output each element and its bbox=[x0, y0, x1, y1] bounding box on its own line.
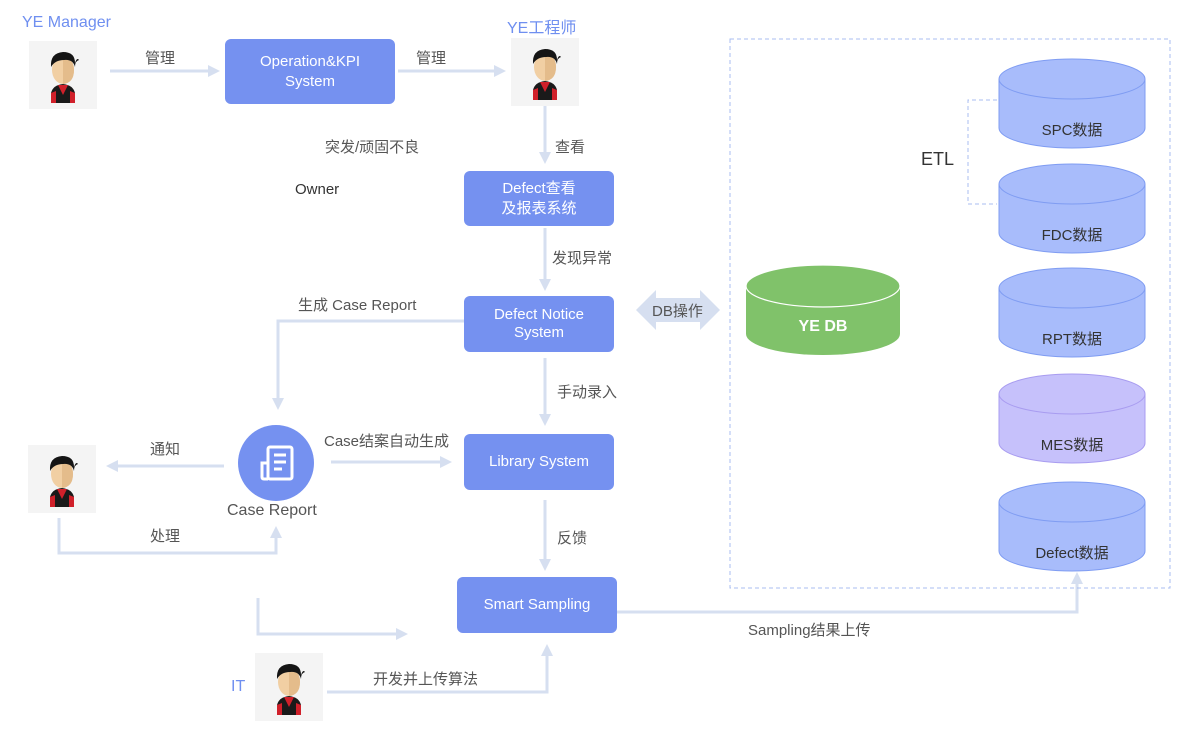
database-icon bbox=[998, 163, 1146, 254]
db-operation-double-arrow bbox=[636, 290, 720, 330]
database-icon bbox=[998, 481, 1146, 572]
db-cylinder[interactable]: RPT数据 bbox=[998, 267, 1146, 359]
edge-label-handle: 处理 bbox=[150, 528, 181, 545]
ye-db-cylinder[interactable]: YE DB bbox=[745, 264, 901, 356]
system-smart-sampling[interactable]: Smart Sampling bbox=[457, 577, 617, 633]
person-icon bbox=[49, 456, 78, 507]
data-zone-border bbox=[729, 38, 1171, 589]
case-report-node[interactable] bbox=[238, 425, 314, 501]
arrow-notice-to-case-report bbox=[272, 319, 464, 410]
db-cylinder-label: SPC数据 bbox=[1041, 122, 1103, 139]
db-cylinder[interactable]: MES数据 bbox=[998, 373, 1146, 465]
arrow-it-to-sampling bbox=[327, 644, 553, 694]
system-defect-view-report[interactable]: Defect查看 及报表系统 bbox=[464, 171, 614, 226]
database-icon bbox=[998, 58, 1146, 149]
edge-label-view: 查看 bbox=[555, 139, 586, 156]
edge-label-generate-case-report: 生成 Case Report bbox=[298, 297, 417, 314]
edge-label-sudden-defect: 突发/顽固不良 bbox=[325, 139, 420, 156]
document-icon bbox=[260, 445, 294, 481]
role-ye-engineer: YE工程师 bbox=[507, 20, 577, 37]
avatar-ye-engineer bbox=[511, 38, 579, 106]
person-icon bbox=[532, 49, 561, 100]
database-icon bbox=[745, 264, 901, 355]
etl-label: ETL bbox=[921, 149, 955, 169]
system-defect-notice[interactable]: Defect Notice System bbox=[464, 296, 614, 352]
edge-label-manage: 管理 bbox=[145, 50, 176, 67]
db-cylinder[interactable]: FDC数据 bbox=[998, 163, 1146, 255]
db-cylinder-label: FDC数据 bbox=[1041, 227, 1103, 244]
system-operation-kpi[interactable]: Operation&KPI System bbox=[225, 39, 395, 104]
arrow-owner-to-case-report bbox=[57, 518, 282, 555]
person-icon bbox=[50, 52, 79, 103]
edge-label-sampling-upload: Sampling结果上传 bbox=[748, 622, 871, 639]
avatar-it bbox=[255, 653, 323, 721]
case-report-label: Case Report bbox=[227, 502, 317, 519]
database-icon bbox=[998, 267, 1146, 358]
edge-label-case-close-auto: Case结案自动生成 bbox=[324, 433, 450, 450]
arrow-sampling-to-defect-db bbox=[617, 572, 1083, 614]
db-cylinder[interactable]: Defect数据 bbox=[998, 481, 1146, 573]
edge-label-notify: 通知 bbox=[150, 441, 181, 458]
etl-bracket bbox=[967, 99, 997, 205]
db-cylinder-label: MES数据 bbox=[1040, 437, 1104, 454]
person-icon bbox=[276, 664, 305, 715]
db-cylinder[interactable]: SPC数据 bbox=[998, 58, 1146, 150]
edge-label-db-operation: DB操作 bbox=[652, 303, 703, 320]
role-ye-manager: YE Manager bbox=[22, 14, 111, 31]
edge-label-owner: Owner bbox=[295, 181, 340, 198]
avatar-owner bbox=[28, 445, 96, 513]
edge-label-feedback: 反馈 bbox=[557, 530, 588, 547]
edge-label-develop-upload-algo: 开发并上传算法 bbox=[373, 671, 479, 688]
arrow-branch-to-sampling bbox=[256, 598, 408, 640]
edge-label-manual-entry: 手动录入 bbox=[557, 384, 618, 401]
role-it: IT bbox=[231, 678, 246, 695]
ye-db-label: YE DB bbox=[798, 318, 848, 335]
avatar-ye-manager bbox=[29, 41, 97, 109]
db-cylinder-label: Defect数据 bbox=[1035, 545, 1109, 562]
edge-label-find-abnormal: 发现异常 bbox=[552, 250, 613, 267]
database-icon bbox=[998, 373, 1146, 464]
system-library[interactable]: Library System bbox=[464, 434, 614, 490]
db-cylinder-label: RPT数据 bbox=[1041, 331, 1102, 348]
edge-label-manage: 管理 bbox=[416, 50, 447, 67]
